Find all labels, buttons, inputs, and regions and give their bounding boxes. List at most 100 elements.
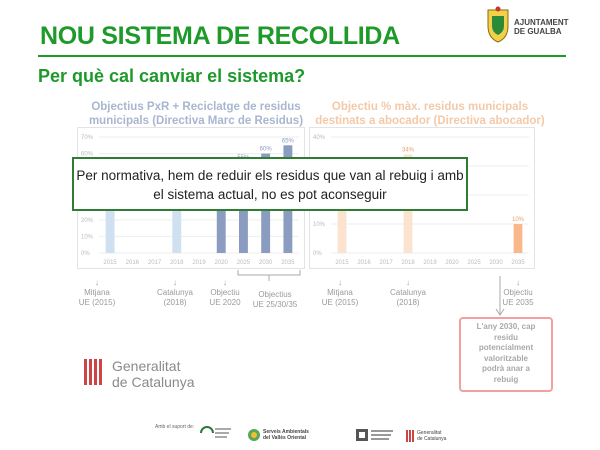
y-tick-label: 20% bbox=[81, 218, 94, 224]
callout-line2: UE (2015) bbox=[78, 298, 116, 307]
callout-line2: UE 2035 bbox=[502, 298, 534, 307]
x-tick-label: 2020 bbox=[215, 260, 229, 266]
warning-line: valoritzable bbox=[483, 353, 528, 363]
bar bbox=[513, 224, 523, 253]
callout-line1: Objectius bbox=[258, 290, 292, 299]
y-tick-label: 10% bbox=[81, 234, 94, 240]
y-tick-label: 10% bbox=[313, 222, 326, 228]
warning-line: rebuig bbox=[493, 374, 519, 384]
callout-line2: UE (2015) bbox=[321, 298, 359, 307]
title-divider bbox=[38, 55, 566, 57]
y-tick-label: 70% bbox=[81, 135, 94, 141]
x-tick-label: 2035 bbox=[511, 260, 525, 266]
left-chart-title-line1: Objectius PxR + Reciclatge de residus bbox=[91, 101, 301, 113]
callout-line2: (2018) bbox=[163, 298, 187, 307]
callout-line1: Catalunya bbox=[156, 288, 194, 297]
logo-line1: AJUNTAMENT bbox=[514, 18, 569, 27]
callout-line1: Mitjana bbox=[84, 288, 110, 297]
callout-right-3: ↓ Objectiu UE 2035 bbox=[493, 278, 543, 308]
x-tick-label: 2035 bbox=[281, 260, 295, 266]
sponsor-serveis-line2: del Vallès Oriental bbox=[263, 435, 307, 441]
bar bbox=[337, 183, 347, 253]
x-tick-label: 2030 bbox=[489, 260, 503, 266]
x-tick-label: 2017 bbox=[148, 260, 162, 266]
y-tick-label: 0% bbox=[313, 251, 322, 257]
section-subtitle: Per què cal canviar el sistema? bbox=[38, 66, 306, 86]
arrow-down-icon: ↓ bbox=[223, 278, 227, 287]
sponsor-generalitat-logo-icon bbox=[406, 430, 414, 442]
warning-line: residu bbox=[493, 332, 518, 342]
x-tick-label: 2025 bbox=[467, 260, 481, 266]
arrow-down-icon: ↓ bbox=[173, 278, 177, 287]
x-tick-label: 2015 bbox=[335, 260, 349, 266]
sponsor-generalitat-line2: de Catalunya bbox=[417, 436, 447, 442]
arrow-down-icon: ↓ bbox=[338, 278, 342, 287]
support-label: Amb el suport de: bbox=[155, 424, 195, 430]
right-chart-title-line2: destinats a abocador (Directiva abocador… bbox=[315, 115, 545, 127]
sponsor-generalitat: Generalitat de Catalunya bbox=[417, 430, 446, 442]
long-arrow-icon bbox=[495, 276, 505, 316]
callout-left-1: ↓ Mitjana UE (2015) bbox=[72, 278, 122, 308]
message-line2: el sistema actual, no es pot aconseguir bbox=[153, 187, 387, 202]
callout-line2: UE 2020 bbox=[209, 298, 241, 307]
callout-line1: Objectiu bbox=[503, 288, 533, 297]
arrow-down-icon: ↓ bbox=[406, 278, 410, 287]
overlay-message-box: Per normativa, hem de reduir els residus… bbox=[72, 157, 468, 211]
x-tick-label: 2030 bbox=[259, 260, 273, 266]
generalitat-name: Generalitat de Catalunya bbox=[112, 358, 195, 390]
data-label: 60% bbox=[260, 147, 273, 153]
warning-box: L'any 2030, cap residu potencialment val… bbox=[459, 317, 553, 392]
bar bbox=[216, 170, 226, 253]
data-label: 10% bbox=[512, 217, 525, 223]
sponsor-agencia-logo-icon bbox=[356, 429, 393, 441]
right-chart-title: Objectiu % màx. residus municipals desti… bbox=[310, 100, 550, 128]
callout-right-1: ↓ Mitjana UE (2015) bbox=[315, 278, 365, 308]
generalitat-line1: Generalitat bbox=[112, 358, 181, 374]
sponsor-serveis-line1: Serveis Ambientals bbox=[263, 429, 309, 435]
bar bbox=[105, 176, 115, 253]
right-chart-title-line1: Objectiu % màx. residus municipals bbox=[331, 101, 529, 113]
ajuntament-name: AJUNTAMENT DE GUALBA bbox=[514, 18, 569, 36]
logo-line2: DE GUALBA bbox=[514, 27, 562, 36]
x-tick-label: 2016 bbox=[357, 260, 371, 266]
left-chart-title: Objectius PxR + Reciclatge de residus mu… bbox=[76, 100, 316, 128]
y-tick-label: 60% bbox=[81, 152, 94, 158]
page-title: NOU SISTEMA DE RECOLLIDA bbox=[40, 22, 400, 50]
bracket-icon bbox=[237, 270, 301, 281]
ajuntament-shield-icon bbox=[487, 6, 509, 43]
callout-line1: Mitjana bbox=[327, 288, 353, 297]
data-label: 34% bbox=[402, 147, 415, 153]
callout-left-2: ↓ Catalunya (2018) bbox=[150, 278, 200, 308]
callout-right-2: ↓ Catalunya (2018) bbox=[383, 278, 433, 308]
callout-left-3: ↓ Objectiu UE 2020 bbox=[200, 278, 250, 308]
x-tick-label: 2019 bbox=[192, 260, 206, 266]
x-tick-label: 2018 bbox=[401, 260, 415, 266]
message-line1: Per normativa, hem de reduir els residus… bbox=[76, 168, 464, 183]
x-tick-label: 2016 bbox=[126, 260, 140, 266]
arrow-down-icon: ↓ bbox=[95, 278, 99, 287]
x-tick-label: 2017 bbox=[379, 260, 393, 266]
left-chart-title-line2: municipals (Directiva Marc de Residus) bbox=[88, 115, 304, 127]
warning-line: potencialment bbox=[478, 343, 534, 352]
x-tick-label: 2015 bbox=[103, 260, 117, 266]
warning-line: L'any 2030, cap bbox=[476, 322, 536, 331]
x-tick-label: 2020 bbox=[445, 260, 459, 266]
arrow-down-icon: ↓ bbox=[516, 278, 520, 287]
y-tick-label: 0% bbox=[81, 251, 90, 257]
callout-left-4: Objectius UE 25/30/35 bbox=[244, 290, 306, 310]
warning-line: podrà anar a bbox=[481, 364, 530, 373]
generalitat-line2: de Catalunya bbox=[112, 374, 195, 390]
x-tick-label: 2018 bbox=[170, 260, 184, 266]
data-label: 65% bbox=[282, 138, 295, 144]
callout-line2: UE 25/30/35 bbox=[252, 300, 298, 309]
sponsor-consell-logo-icon bbox=[200, 426, 231, 438]
generalitat-logo-icon bbox=[82, 357, 104, 387]
y-tick-label: 40% bbox=[313, 135, 326, 141]
sponsor-serveis: Serveis Ambientals del Vallès Oriental bbox=[263, 429, 309, 441]
sponsor-generalitat-line1: Generalitat bbox=[417, 430, 442, 436]
bar bbox=[172, 188, 182, 253]
callout-line2: (2018) bbox=[396, 298, 420, 307]
x-tick-label: 2019 bbox=[423, 260, 437, 266]
callout-line1: Objectiu bbox=[210, 288, 240, 297]
sponsor-serveis-logo-icon bbox=[248, 429, 260, 441]
